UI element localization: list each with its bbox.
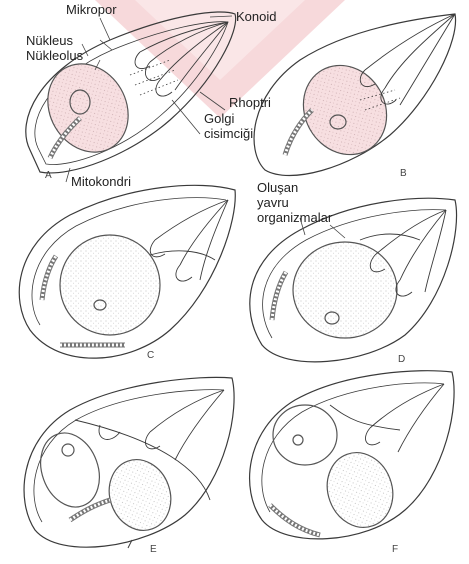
- panel-label-a: A: [45, 170, 52, 181]
- panel-label-b: B: [400, 168, 407, 179]
- label-konoid: Konoid: [236, 10, 276, 24]
- panel-label-f: F: [392, 544, 398, 555]
- label-nukleus: Nükleus: [26, 34, 73, 48]
- label-golgi: Golgi: [204, 112, 234, 126]
- label-nukleolus: Nükleolus: [26, 49, 83, 63]
- cell-e: [24, 377, 234, 548]
- label-mitokondri: Mitokondri: [71, 175, 131, 189]
- cell-c: [19, 185, 235, 358]
- panel-label-e: E: [150, 544, 157, 555]
- label-rhoptri: Rhoptri: [229, 96, 271, 110]
- label-organizmalar: organizmalar: [257, 211, 332, 225]
- label-olusan: Oluşan: [257, 181, 298, 195]
- panel-label-c: C: [147, 350, 154, 361]
- cell-f: [250, 371, 455, 539]
- label-mikropor: Mikropor: [66, 3, 117, 17]
- label-yavru: yavru: [257, 196, 289, 210]
- panel-label-d: D: [398, 354, 405, 365]
- label-cisimcigi: cisimciği: [204, 127, 253, 141]
